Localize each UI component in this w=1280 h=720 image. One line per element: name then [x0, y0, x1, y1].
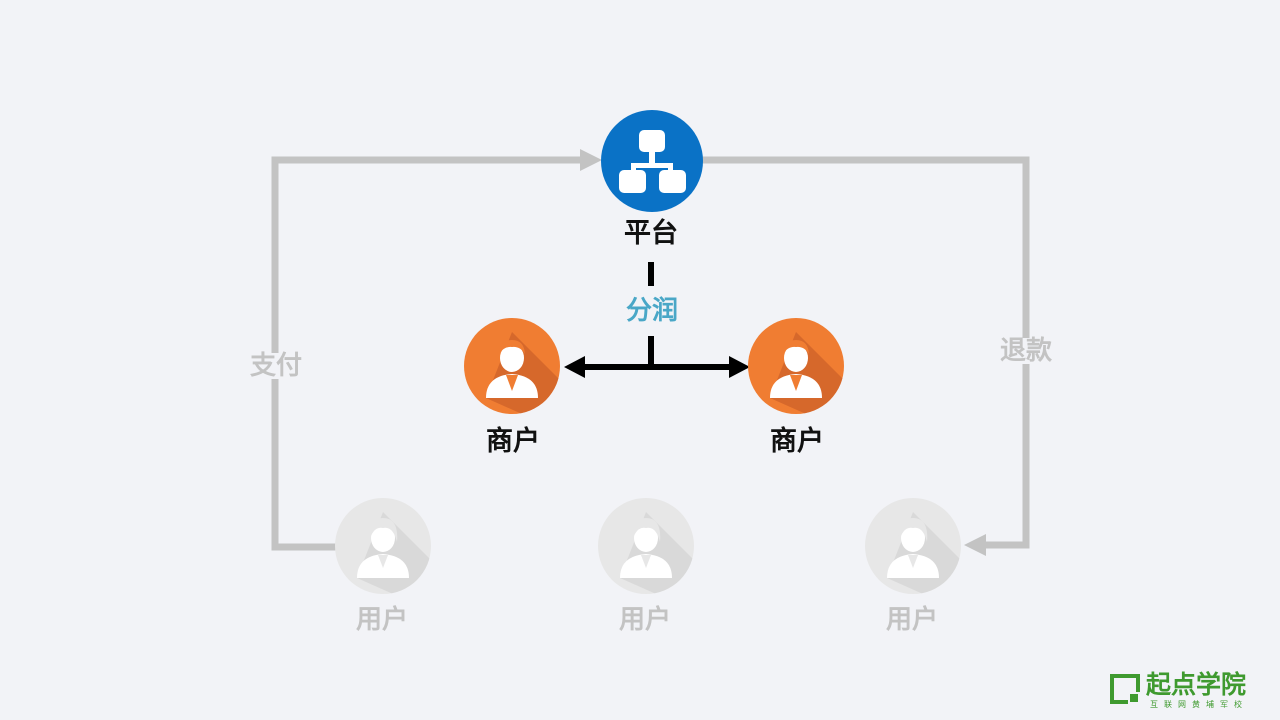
merchant-node-left	[464, 318, 560, 414]
merchant-right-label: 商户	[770, 426, 824, 457]
businessman-icon	[770, 332, 844, 414]
user-node-center	[598, 498, 694, 594]
user-icon	[620, 512, 694, 594]
logo-mark-icon	[1110, 674, 1140, 704]
org-chart-icon	[619, 130, 686, 193]
user-icon	[887, 512, 961, 594]
user-node-right	[865, 498, 961, 594]
user-center-label: 用户	[618, 605, 672, 635]
user-icon	[357, 512, 431, 594]
merchant-node-right	[748, 318, 844, 414]
user-left-label: 用户	[355, 605, 409, 635]
businessman-icon	[486, 332, 560, 414]
user-node-left	[335, 498, 431, 594]
platform-label: 平台	[624, 218, 678, 249]
profit-share-label: 分润	[625, 296, 679, 326]
logo-subtitle: 互联网黄埔军校	[1150, 700, 1248, 709]
merchant-left-label: 商户	[486, 426, 540, 457]
refund-arrowhead	[964, 534, 986, 556]
platform-node	[601, 110, 703, 212]
brand-logo: 起点学院 互联网黄埔军校	[1110, 670, 1270, 714]
share-arrowhead-right	[729, 356, 750, 378]
refund-label: 退款	[997, 336, 1055, 366]
logo-name: 起点学院	[1146, 670, 1247, 699]
pay-label: 支付	[247, 351, 305, 381]
share-arrowhead-left	[564, 356, 585, 378]
pay-arrowhead	[580, 149, 602, 171]
user-right-label: 用户	[885, 605, 939, 635]
